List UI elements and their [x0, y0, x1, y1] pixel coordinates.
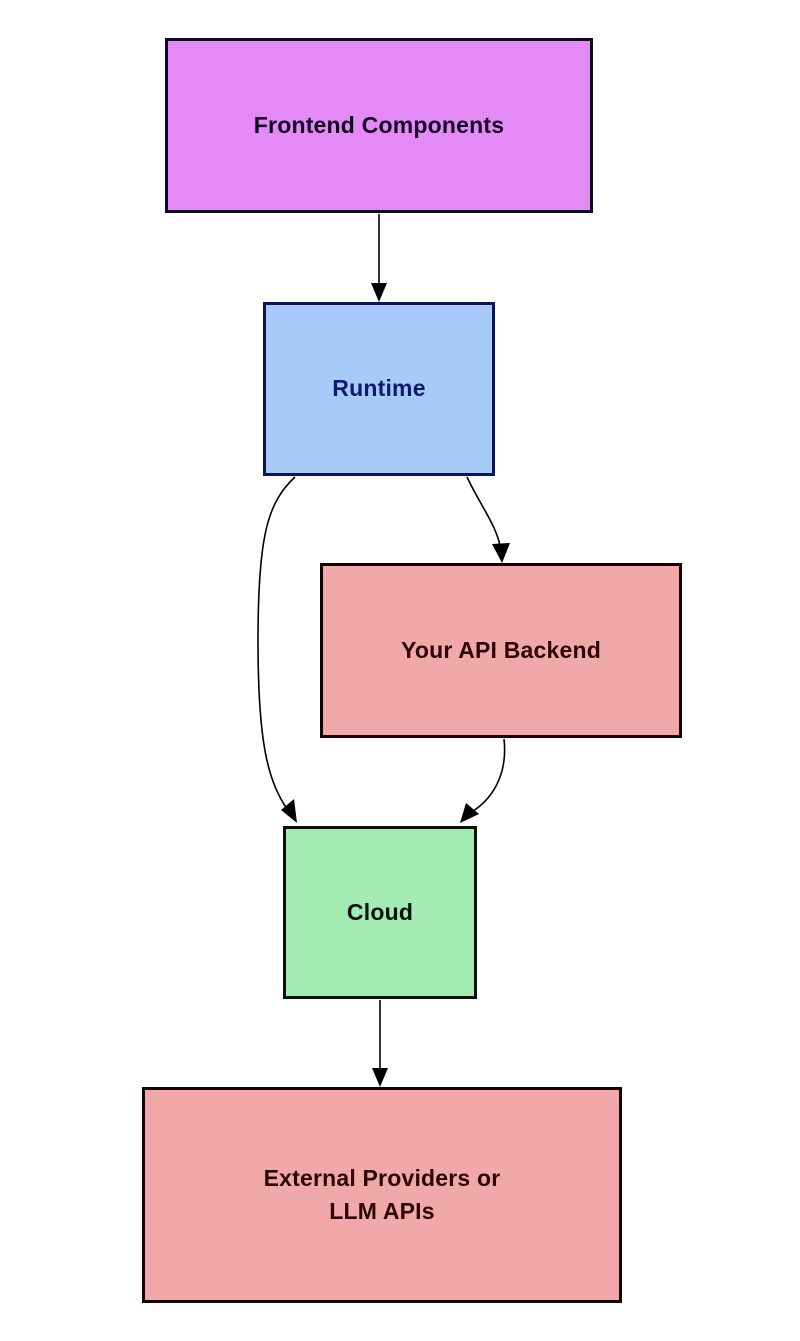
- node-runtime[interactable]: Runtime: [263, 302, 495, 476]
- edge-cloud-to-external: [372, 1000, 388, 1087]
- node-frontend-components-label: Frontend Components: [253, 111, 505, 138]
- node-frontend-components[interactable]: Frontend Components: [165, 38, 593, 213]
- arrowhead-icon: [372, 1068, 388, 1087]
- node-external-providers-or-llm-apis[interactable]: External Providers or LLM APIs: [142, 1087, 622, 1303]
- arrowhead-icon: [460, 803, 479, 823]
- node-your-api-backend[interactable]: Your API Backend: [320, 563, 682, 738]
- edge-runtime-to-api-backend: [466, 476, 510, 563]
- arrowhead-icon: [492, 543, 510, 563]
- node-cloud-label: Cloud: [346, 898, 414, 925]
- edge-api-backend-to-cloud: [460, 738, 506, 823]
- node-your-api-backend-label: Your API Backend: [400, 636, 602, 663]
- arrowhead-icon: [371, 283, 387, 302]
- node-cloud[interactable]: Cloud: [283, 826, 477, 999]
- edge-runtime-to-cloud: [257, 476, 297, 823]
- node-external-providers-line-2: LLM APIs: [329, 1198, 435, 1224]
- arrowhead-icon: [281, 799, 297, 823]
- node-external-providers-label-wrap: External Providers or LLM APIs: [145, 1162, 619, 1229]
- node-external-providers-line-1: External Providers or: [263, 1164, 501, 1191]
- node-runtime-label: Runtime: [332, 375, 426, 402]
- edge-frontend-to-runtime: [371, 214, 387, 302]
